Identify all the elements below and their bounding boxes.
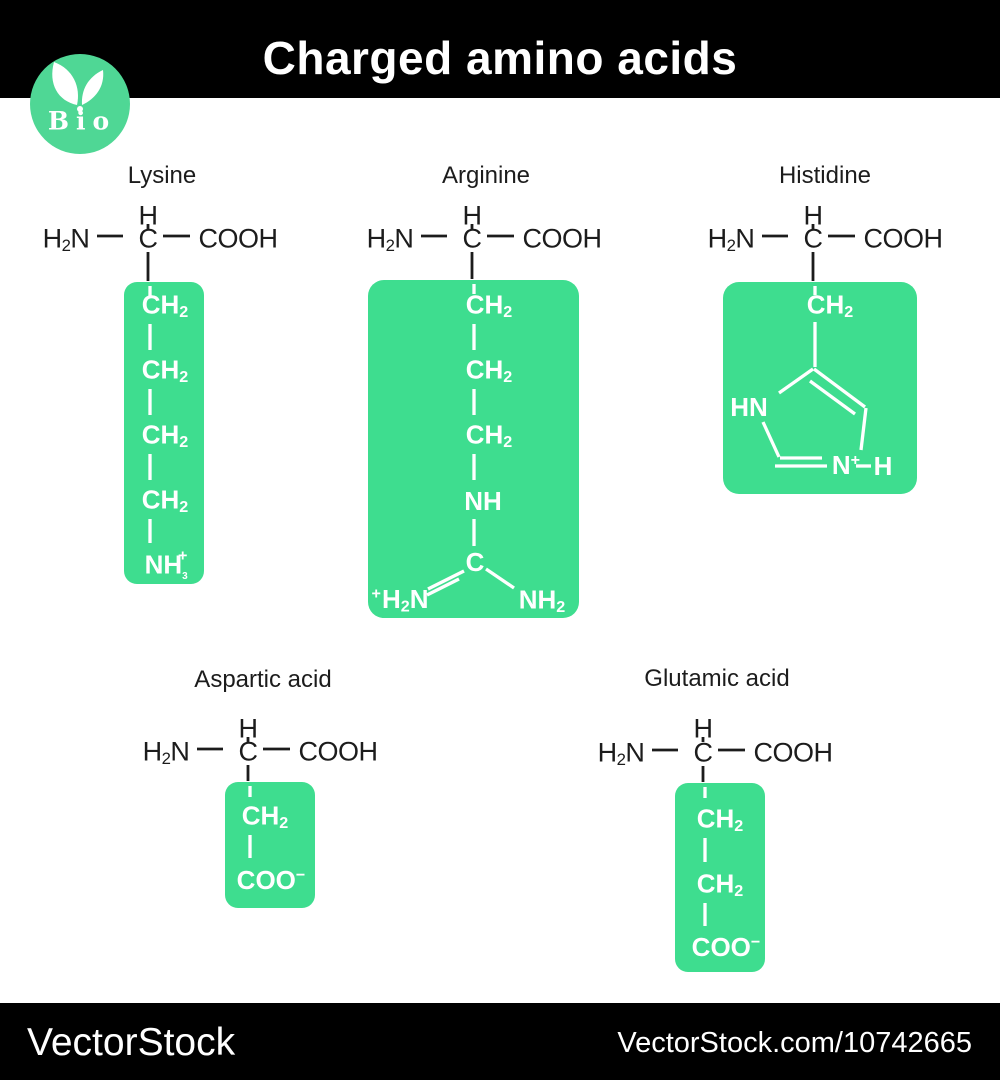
lysine-chain-ch2-3: CH2 bbox=[141, 419, 189, 452]
lysine-chain-ch2-4: CH2 bbox=[141, 484, 189, 517]
histidine-chain-ch2-label: CH2 bbox=[806, 289, 854, 322]
histidine-ring-hn-label: HN bbox=[730, 392, 768, 422]
aspartic-amine-label: H2N bbox=[142, 736, 190, 768]
aspartic-name-label: Aspartic acid bbox=[194, 666, 332, 693]
lysine-carboxyl-label: COOH bbox=[198, 223, 279, 254]
histidine-carboxyl-label: COOH bbox=[863, 223, 944, 254]
glutamic-chain-ch2-1: CH2 bbox=[696, 803, 744, 836]
glutamic-alpha-h-label: H bbox=[693, 713, 714, 744]
lysine-alpha-c-label: C bbox=[138, 223, 159, 254]
histidine-alpha-h-label: H bbox=[803, 200, 824, 231]
glutamic-chain-ch2-2: CH2 bbox=[696, 868, 744, 901]
histidine-alpha-c-label: C bbox=[803, 223, 824, 254]
glutamic-name-label: Glutamic acid bbox=[644, 665, 790, 692]
aspartic-chain-ch2-label: CH2 bbox=[241, 800, 289, 833]
header-bar bbox=[0, 0, 1000, 98]
histidine-ring-h-label: H bbox=[873, 451, 893, 481]
page-title: Charged amino acids bbox=[262, 32, 738, 84]
arginine-carboxyl-label: COOH bbox=[522, 223, 603, 254]
histidine-ring-n-plus-label: N+ bbox=[831, 450, 861, 480]
footer-brand: VectorStock bbox=[27, 1021, 236, 1064]
leaf-icon bbox=[52, 62, 104, 112]
glutamic-sidechain-box bbox=[675, 783, 765, 972]
glutamic-carboxyl-label: COOH bbox=[753, 737, 834, 768]
lysine-chain-nh3-label: NH3+ bbox=[144, 546, 188, 583]
footer-url: VectorStock.com/10742665 bbox=[617, 1027, 972, 1059]
aspartic-carboxyl-label: COOH bbox=[298, 736, 379, 767]
glutamic-chain-coo-label: COO− bbox=[691, 932, 761, 962]
histidine-amine-label: H2N bbox=[707, 223, 755, 255]
aspartic-sidechain-box bbox=[225, 782, 315, 908]
lysine-amine-label: H2N bbox=[42, 223, 90, 255]
aspartic-chain-coo-label: COO− bbox=[236, 865, 306, 895]
lysine-sidechain-box bbox=[124, 282, 204, 584]
arginine-guanidinium-h2n-label: +H2N bbox=[371, 584, 429, 616]
arginine-chain-nh-label: NH bbox=[464, 486, 502, 516]
arginine-chain-ch2-1: CH2 bbox=[465, 289, 513, 322]
arginine-guanidinium-c-label: C bbox=[465, 547, 485, 577]
aspartic-alpha-c-label: C bbox=[238, 736, 259, 767]
arginine-chain-ch2-2: CH2 bbox=[465, 354, 513, 387]
glutamic-alpha-c-label: C bbox=[693, 737, 714, 768]
lysine-alpha-h-label: H bbox=[138, 200, 159, 231]
lysine-chain-ch2-2: CH2 bbox=[141, 354, 189, 387]
arginine-alpha-h-label: H bbox=[462, 200, 483, 231]
glutamic-amine-label: H2N bbox=[597, 737, 645, 769]
arginine-name-label: Arginine bbox=[441, 162, 531, 189]
lysine-chain-ch2-1: CH2 bbox=[141, 289, 189, 322]
logo-text: Bio bbox=[47, 106, 117, 136]
footer-bar bbox=[0, 1003, 1000, 1080]
lysine-name-label: Lysine bbox=[127, 162, 197, 189]
arginine-alpha-c-label: C bbox=[462, 223, 483, 254]
arginine-chain-ch2-3: CH2 bbox=[465, 419, 513, 452]
histidine-name-label: Histidine bbox=[778, 162, 872, 189]
arginine-guanidinium-nh2-label: NH2 bbox=[518, 584, 566, 617]
aspartic-alpha-h-label: H bbox=[238, 713, 259, 744]
bio-logo: Bio bbox=[30, 54, 130, 154]
arginine-amine-label: H2N bbox=[366, 223, 414, 255]
